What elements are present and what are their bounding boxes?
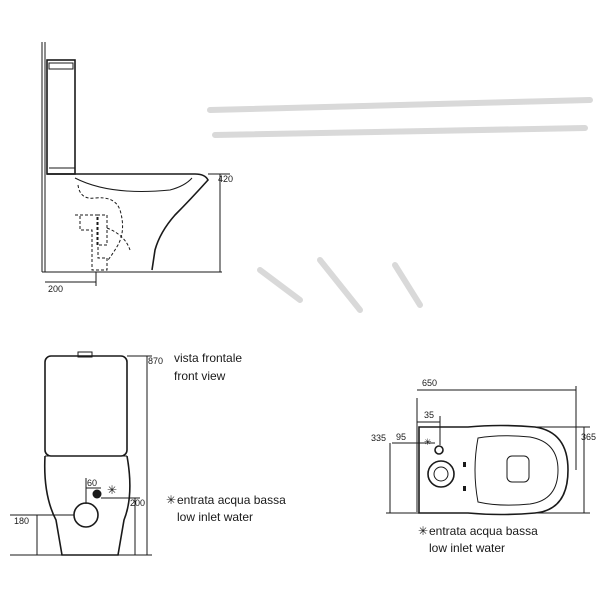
height-label: 420 <box>218 174 233 184</box>
top-inlet-side-label: 95 <box>396 432 406 442</box>
watermark <box>207 97 593 313</box>
top-bowl-outline <box>418 424 569 516</box>
top-bowl-width-label: 365 <box>581 432 596 442</box>
inlet-offset-label: 60 <box>87 478 97 488</box>
inlet-height-label: 200 <box>130 498 145 508</box>
top-view: ✳ 650 35 95 335 365 ✳ entrata acqua bass… <box>371 378 596 555</box>
top-note-symbol: ✳ <box>418 524 428 538</box>
seat-outline <box>474 435 559 506</box>
cistern-outline <box>46 59 76 175</box>
front-note-symbol: ✳ <box>166 493 176 507</box>
top-note-en: low inlet water <box>429 541 505 555</box>
bowl-outline <box>47 173 209 271</box>
seat-hinge <box>506 455 530 483</box>
front-bowl <box>43 455 131 556</box>
top-inlet-symbol: ✳ <box>424 437 432 447</box>
trapway <box>77 184 124 261</box>
top-note-it: entrata acqua bassa <box>429 524 538 538</box>
side-view: 420 200 <box>41 42 233 294</box>
front-view-title-it: vista frontale <box>174 351 242 365</box>
top-inlet <box>434 445 444 455</box>
front-note-it: entrata acqua bassa <box>177 493 286 507</box>
front-note-en: low inlet water <box>177 510 253 524</box>
outlet-height-label: 180 <box>14 516 29 526</box>
top-inlet-offset-label: 35 <box>424 410 434 420</box>
top-width-label: 335 <box>371 433 386 443</box>
waste-outlet <box>73 502 99 528</box>
top-waste-outlet <box>427 460 455 488</box>
flush-button <box>77 351 93 358</box>
front-view: ✳ 60 870 200 180 vista frontale front vi… <box>10 351 286 556</box>
fixing-hole <box>463 462 466 467</box>
fixing-hole <box>463 486 466 491</box>
front-height-label: 870 <box>148 356 163 366</box>
depth-label: 200 <box>48 284 63 294</box>
front-cistern <box>44 355 128 457</box>
length-label: 650 <box>422 378 437 388</box>
inlet-symbol: ✳ <box>107 483 117 497</box>
water-inlet <box>92 489 102 499</box>
front-view-title-en: front view <box>174 369 226 383</box>
